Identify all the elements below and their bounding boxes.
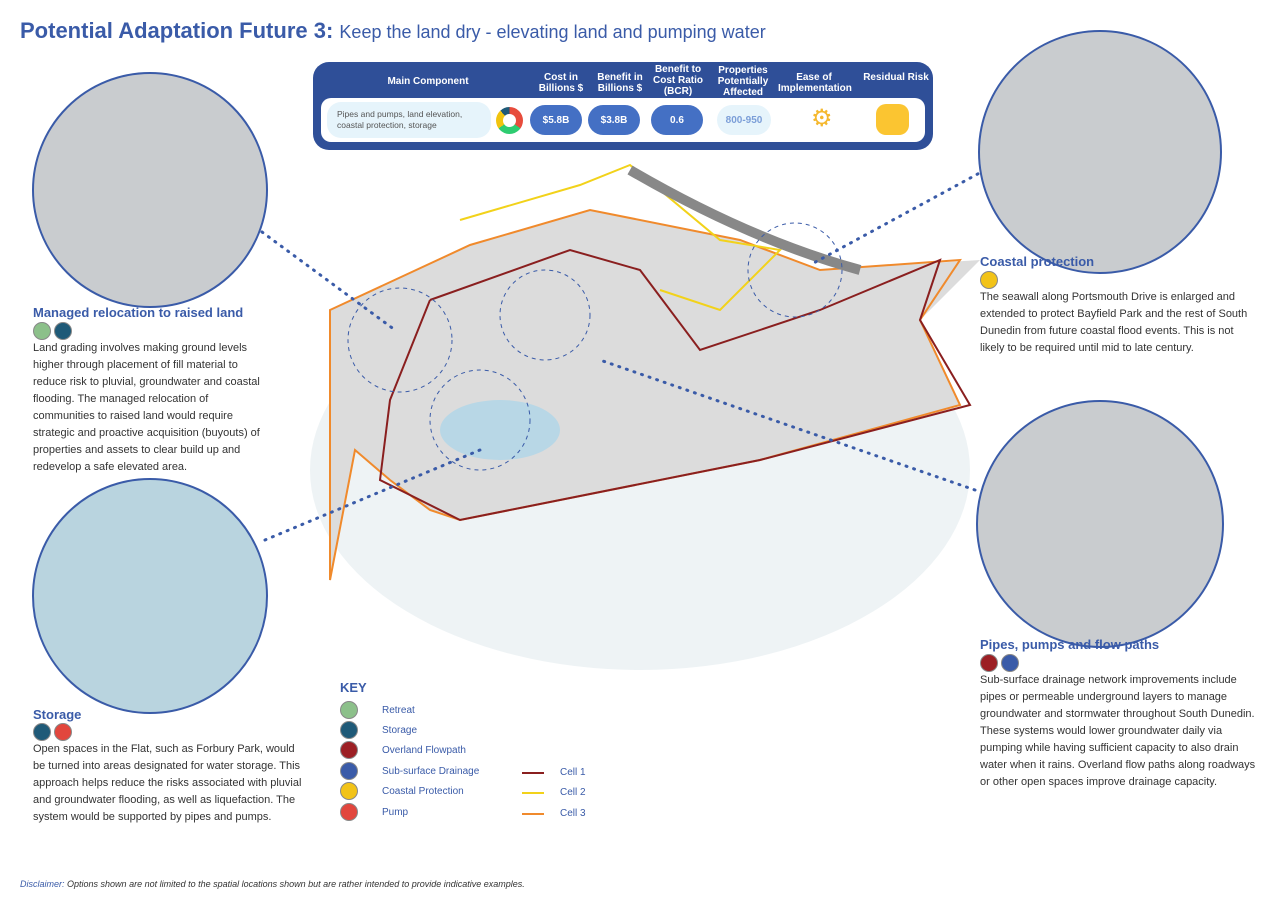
coastal-title: Coastal protection (980, 254, 1095, 269)
header-cost: Cost in Billions $ (538, 72, 584, 94)
page-title: Potential Adaptation Future 3: Keep the … (20, 18, 766, 43)
site-map (310, 163, 980, 670)
key-item-overland-flowpath: Overland Flowpath (340, 741, 466, 759)
disclaimer: Disclaimer: Options shown are not limite… (20, 879, 525, 889)
key-cell-3: Cell 3 (522, 808, 586, 819)
header-bcr: Benefit to Cost Ratio (BCR) (653, 64, 703, 97)
summary-table: Main Component Cost in Billions $ Benefi… (313, 62, 933, 150)
key-item-pump: Pump (340, 803, 408, 821)
relocation-icons (33, 322, 75, 345)
coastal-text: The seawall along Portsmouth Drive is en… (980, 291, 1248, 354)
overland-flowpath-icon (340, 741, 358, 759)
cost-value: $5.8B (530, 105, 582, 135)
storage-icons (33, 723, 75, 746)
storage-detail-image (32, 478, 268, 714)
relocation-text: Land grading involves making ground leve… (33, 342, 260, 473)
donut-chart-icon (496, 107, 523, 134)
residual-risk-indicator (876, 104, 909, 135)
coastal-detail-image (978, 30, 1222, 274)
key-item-coastal-protection: Coastal Protection (340, 782, 464, 800)
relocation-title: Managed relocation to raised land (33, 305, 244, 320)
retreat-icon (340, 701, 358, 719)
storage-icon (33, 723, 51, 741)
overland-flowpath-icon (980, 654, 998, 672)
sub-surface-drainage-icon (1001, 654, 1019, 672)
storage-title: Storage (33, 707, 82, 722)
storage-text: Open spaces in the Flat, such as Forbury… (33, 743, 302, 823)
coastal-protection-icon (340, 782, 358, 800)
pipes-title: Pipes, pumps and flow paths (980, 637, 1160, 652)
retreat-icon (33, 322, 51, 340)
relocation-detail-image (32, 72, 268, 308)
coastal-icons (980, 271, 1001, 294)
storage-icon (340, 721, 358, 739)
ease-of-implementation-icon: ⚙ (811, 105, 833, 132)
sub-surface-drainage-icon (340, 762, 358, 780)
key-item-storage: Storage (340, 721, 417, 739)
header-main-component: Main Component (387, 76, 469, 87)
header-residual-risk: Residual Risk (863, 72, 929, 83)
storage-icon (54, 322, 72, 340)
pump-icon (54, 723, 72, 741)
key-item-retreat: Retreat (340, 701, 415, 719)
key-cell-2: Cell 2 (522, 787, 586, 798)
header-properties: Properties Potentially Affected (717, 65, 769, 98)
key-title: KEY (340, 680, 367, 695)
cell-2-boundary (459, 163, 783, 312)
pump-icon (340, 803, 358, 821)
pipes-detail-image (976, 400, 1224, 648)
storage-pond (440, 400, 560, 460)
properties-value: 800-950 (717, 105, 771, 135)
header-benefit: Benefit in Billions $ (597, 72, 643, 94)
coastal-protection-icon (980, 271, 998, 289)
table-row: Pipes and pumps, land elevation, coastal… (321, 98, 925, 142)
header-ease: Ease of Implementation (778, 72, 852, 94)
key-item-sub-surface-drainage: Sub-surface Drainage (340, 762, 479, 780)
pipes-icons (980, 654, 1022, 677)
key-cell-1: Cell 1 (522, 767, 586, 778)
main-component-cell: Pipes and pumps, land elevation, coastal… (327, 102, 491, 138)
bcr-value: 0.6 (651, 105, 703, 135)
benefit-value: $3.8B (588, 105, 640, 135)
pipes-text: Sub-surface drainage network improvement… (980, 674, 1256, 788)
